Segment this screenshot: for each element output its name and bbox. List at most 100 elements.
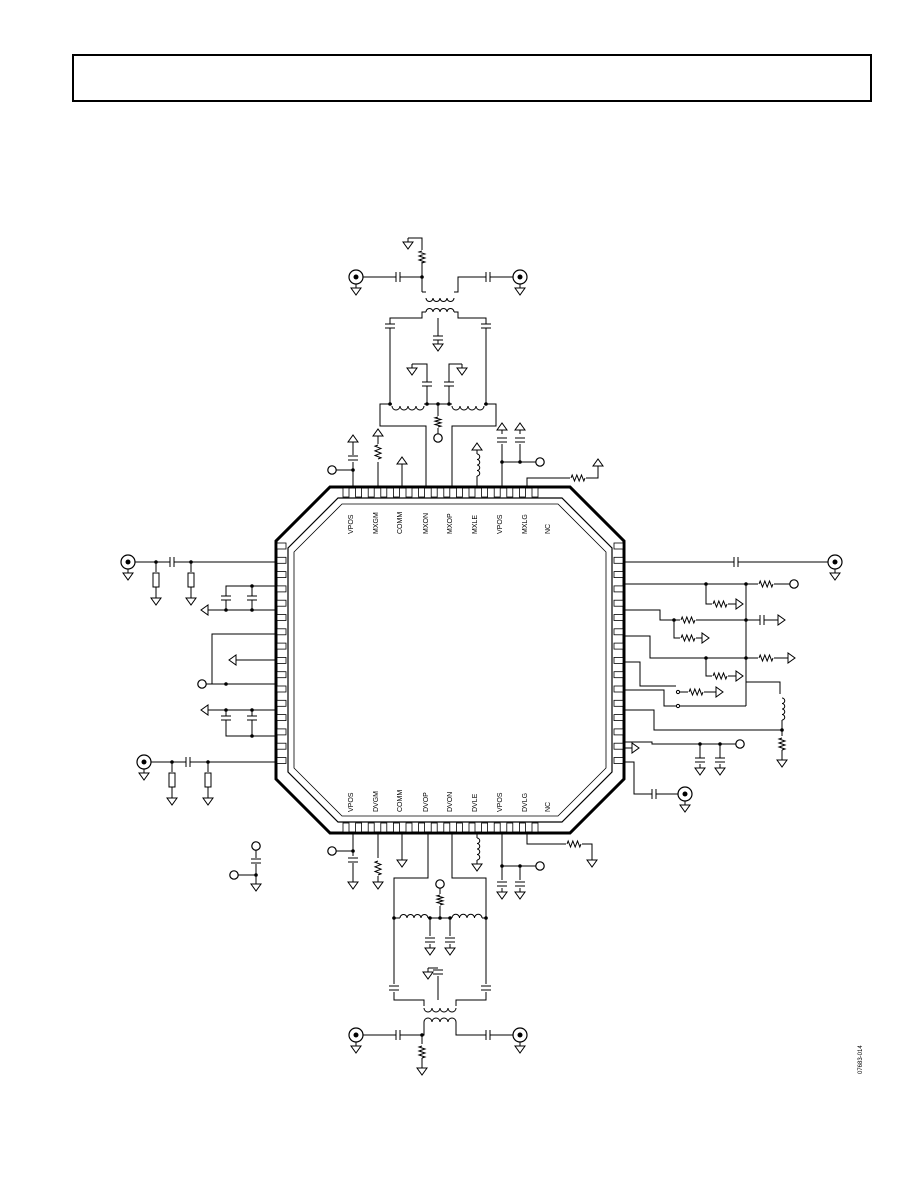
ground-symbol: [200, 704, 212, 716]
junction-dot: [224, 708, 228, 712]
pin-label-bottom-dvle: DVLE: [472, 793, 479, 812]
ground-symbol: [396, 456, 408, 468]
inductor: [399, 914, 429, 919]
wire: [225, 720, 252, 737]
resistor: [758, 653, 774, 663]
ground-symbol: [712, 686, 724, 698]
junction-dot: [420, 275, 424, 279]
pin-label-top-mxgm: MXGM: [373, 512, 380, 534]
pin-pad-bottom: [468, 822, 476, 833]
pin-pad-bottom: [430, 822, 438, 833]
sma-connector-pin: [125, 559, 131, 565]
resistor: [680, 633, 696, 643]
sma-connector-pin: [353, 274, 359, 280]
pin-pad-right: [613, 628, 624, 636]
wires: [135, 237, 828, 1064]
pin-pad-left: [276, 642, 287, 650]
capacitor: [515, 881, 525, 887]
terminal-circle: [251, 841, 261, 851]
pin-pad-bottom: [481, 822, 489, 833]
ground-symbol: [200, 604, 212, 616]
wire: [624, 661, 676, 687]
capacitor: [251, 858, 261, 864]
sma-connector-pin: [517, 1032, 523, 1038]
capacitor: [221, 715, 231, 721]
inductor: [423, 1007, 457, 1013]
ground-symbol: [444, 944, 456, 956]
wire: [624, 689, 676, 707]
wire: [389, 311, 426, 324]
resistor: [566, 839, 582, 849]
pin-label-top-comm: COMM: [397, 512, 404, 534]
pin-pad-bottom: [418, 822, 426, 833]
wire: [393, 992, 425, 1006]
terminal-circle: [535, 861, 545, 871]
junction-dot: [428, 916, 432, 920]
wire: [455, 1022, 486, 1036]
ground-symbol: [592, 458, 604, 470]
wire: [454, 276, 486, 293]
inductor: [476, 453, 481, 477]
wire: [451, 403, 497, 487]
pin-pad-left: [276, 757, 287, 764]
ground-symbol: [732, 598, 744, 610]
pin-label-bottom-comm: COMM: [397, 790, 404, 812]
ground-symbol: [714, 764, 726, 776]
pin-pad-left: [276, 728, 287, 736]
resistor: [688, 687, 704, 697]
pin-label-bottom-dvlg: DVLG: [522, 793, 529, 812]
header-box: [72, 54, 872, 102]
capacitor: [385, 323, 395, 329]
pin-pad-bottom: [342, 822, 350, 833]
resistor: [204, 772, 212, 788]
ground-symbol: [122, 569, 134, 581]
resistor: [417, 1045, 427, 1059]
ic-inner-outline-2: [293, 503, 607, 817]
ground-symbol: [350, 1042, 362, 1054]
junction-dot: [718, 742, 722, 746]
ground-symbol: [432, 340, 444, 352]
capacitor: [389, 985, 399, 991]
ground-symbol: [456, 364, 468, 376]
junction-dot: [224, 608, 228, 612]
figure-id: 07683-014: [858, 1045, 864, 1074]
ground-symbol: [402, 238, 414, 250]
terminal-circle: [433, 433, 443, 443]
capacitor: [481, 323, 491, 329]
ic-body: [274, 485, 626, 835]
pin-pad-right: [613, 556, 624, 564]
ground-symbol: [185, 594, 197, 606]
wire: [624, 709, 782, 731]
capacitor: [433, 969, 443, 975]
wire: [624, 761, 652, 795]
junction-dot: [388, 402, 392, 406]
wire: [408, 237, 423, 250]
capacitor: [695, 757, 705, 763]
components: [120, 238, 843, 1076]
ground-symbol: [679, 801, 691, 813]
pin-pad-right: [613, 599, 624, 607]
ground-symbol: [514, 284, 526, 296]
pin-label-bottom-dvop: DVOP: [423, 792, 430, 812]
pin-pad-left: [276, 742, 287, 750]
wire: [705, 584, 712, 605]
pin-pad-left: [276, 571, 287, 578]
wire: [586, 470, 599, 479]
capacitor: [169, 557, 175, 567]
junction-dot: [351, 468, 355, 472]
pin-pad-left: [276, 685, 287, 693]
ground-symbol: [422, 968, 434, 980]
capacitor: [395, 1030, 401, 1040]
inductor: [425, 297, 455, 302]
junction-dot: [254, 873, 258, 877]
junction-dot: [154, 560, 158, 564]
capacitor: [759, 615, 765, 625]
ground-symbol: [829, 569, 841, 581]
pin-pad-left: [276, 542, 287, 550]
sma-connector-pin: [141, 759, 147, 765]
junction-dot: [438, 916, 442, 920]
pin-pad-right: [613, 699, 624, 707]
pin-pad-top: [481, 487, 489, 498]
inductor: [781, 697, 786, 721]
ground-symbol: [406, 364, 418, 376]
